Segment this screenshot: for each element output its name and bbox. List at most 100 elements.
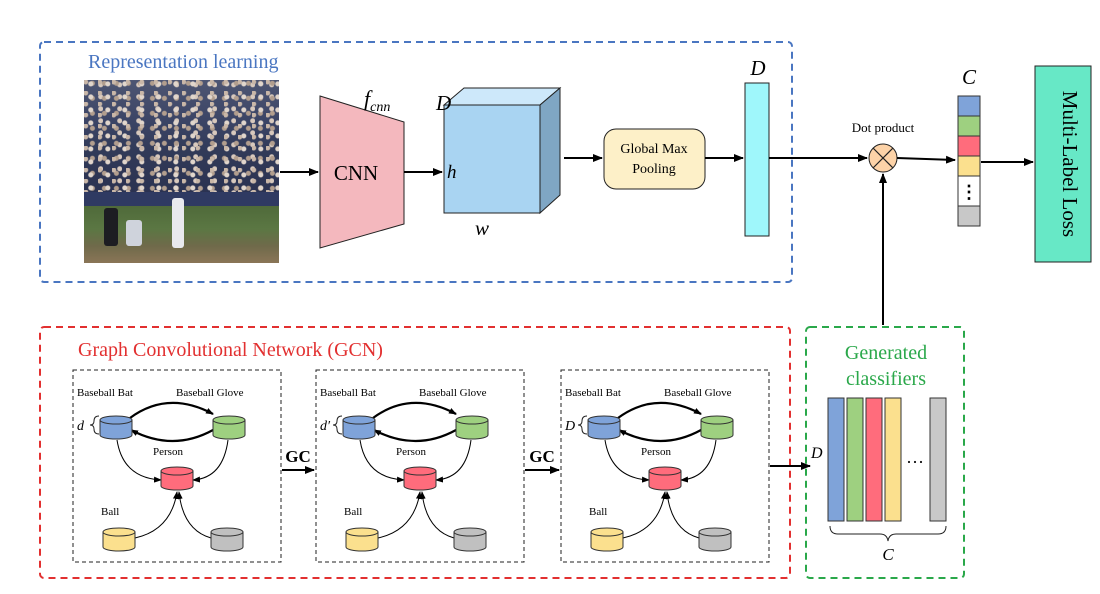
node-baseball-glove-top bbox=[700, 415, 734, 425]
node-ball-body bbox=[102, 531, 136, 552]
node-baseball-bat-top bbox=[99, 415, 133, 425]
classifier-column bbox=[884, 397, 902, 522]
classifier-brace bbox=[829, 525, 947, 542]
node-baseball-glove bbox=[700, 415, 734, 440]
classifier-column bbox=[846, 397, 864, 522]
node-dim-brace bbox=[89, 415, 100, 435]
node-gray-top bbox=[210, 527, 244, 537]
dot-product-label: Dot product bbox=[852, 120, 915, 135]
node-gray-top bbox=[698, 527, 732, 537]
cube-width-label: w bbox=[475, 216, 489, 240]
node-baseball-bat bbox=[342, 415, 376, 440]
node-person-body bbox=[160, 470, 194, 491]
edge-ball-person bbox=[134, 491, 179, 539]
dot-product-cross-b bbox=[872, 147, 894, 169]
edge-bat-person bbox=[359, 439, 405, 483]
edge-glove-person bbox=[680, 439, 717, 483]
photo-umpire bbox=[104, 208, 118, 246]
node-label-baseball-bat: Baseball Bat bbox=[320, 387, 376, 399]
score-dots: ⋮ bbox=[960, 182, 978, 202]
score-cell bbox=[957, 115, 981, 137]
node-label-ball: Ball bbox=[344, 506, 362, 518]
gcn-graph-box bbox=[315, 369, 525, 563]
node-label-person: Person bbox=[396, 446, 426, 458]
cube-side bbox=[539, 86, 561, 215]
cnn-function-label: fcnn bbox=[364, 86, 390, 115]
edge-glove-bat bbox=[373, 429, 457, 443]
cube-depth-label: D bbox=[435, 91, 451, 115]
node-person bbox=[403, 466, 437, 491]
feature-vector bbox=[744, 82, 770, 237]
node-baseball-bat-top bbox=[342, 415, 376, 425]
node-ball-body bbox=[345, 531, 379, 552]
node-baseball-bat-body bbox=[99, 419, 133, 440]
node-person bbox=[648, 466, 682, 491]
node-gray-body bbox=[453, 531, 487, 552]
edge-glove-person bbox=[192, 439, 229, 483]
edge-glove-bat bbox=[130, 429, 214, 443]
node-gray bbox=[453, 527, 487, 552]
node-person-body bbox=[403, 470, 437, 491]
node-label-baseball-glove: Baseball Glove bbox=[176, 387, 244, 399]
node-dim-label: D bbox=[564, 419, 575, 434]
score-cell bbox=[957, 155, 981, 177]
pooling-label-line1: Global Max bbox=[620, 142, 687, 157]
node-baseball-bat-body bbox=[342, 419, 376, 440]
node-person-top bbox=[648, 466, 682, 476]
node-label-ball: Ball bbox=[101, 506, 119, 518]
node-person-body bbox=[648, 470, 682, 491]
cnn-label: CNN bbox=[334, 161, 378, 185]
photo-crowd bbox=[84, 80, 279, 200]
edge-glove-bat bbox=[618, 429, 702, 443]
edge-bat-person bbox=[116, 439, 162, 483]
node-ball bbox=[102, 527, 136, 552]
score-cell bbox=[957, 135, 981, 157]
cube-front bbox=[443, 104, 541, 214]
score-vector-label: C bbox=[962, 65, 977, 89]
node-label-person: Person bbox=[153, 446, 183, 458]
edge-ball-person bbox=[622, 491, 667, 539]
classifier-column bbox=[929, 397, 947, 522]
classifier-rows-label: D bbox=[810, 445, 823, 462]
classifier-column bbox=[865, 397, 883, 522]
classifiers-title-line2: classifiers bbox=[846, 368, 926, 390]
node-label-baseball-bat: Baseball Bat bbox=[77, 387, 133, 399]
gc-label: GC bbox=[285, 447, 311, 466]
node-dim-brace bbox=[332, 415, 343, 435]
classifier-dots: ··· bbox=[906, 452, 924, 472]
classifier-cols-label: C bbox=[882, 545, 894, 564]
gcn-graph-box bbox=[72, 369, 282, 563]
classifier-matrix bbox=[827, 397, 947, 522]
edge-bat-glove bbox=[129, 401, 214, 419]
node-dim-brace bbox=[577, 415, 588, 435]
node-ball-top bbox=[590, 527, 624, 537]
score-cell bbox=[957, 95, 981, 117]
classifiers-title: Generated bbox=[845, 342, 927, 364]
node-ball-body bbox=[590, 531, 624, 552]
score-cell bbox=[957, 205, 981, 227]
node-baseball-glove bbox=[455, 415, 489, 440]
node-baseball-bat bbox=[99, 415, 133, 440]
multi-label-loss-label: Multi-Label Loss bbox=[1058, 91, 1082, 237]
representation-section bbox=[39, 41, 793, 283]
node-baseball-glove-body bbox=[455, 419, 489, 440]
node-baseball-glove-body bbox=[700, 419, 734, 440]
node-person-top bbox=[160, 466, 194, 476]
node-baseball-bat-body bbox=[587, 419, 621, 440]
edge-bat-glove bbox=[617, 401, 702, 419]
edge-bat-glove bbox=[372, 401, 457, 419]
node-ball-top bbox=[102, 527, 136, 537]
node-baseball-glove-top bbox=[455, 415, 489, 425]
node-baseball-glove-body bbox=[212, 419, 246, 440]
node-baseball-bat-top bbox=[587, 415, 621, 425]
node-gray-top bbox=[453, 527, 487, 537]
cube-height-label: h bbox=[447, 162, 457, 183]
gcn-graph-box bbox=[560, 369, 770, 563]
node-label-baseball-glove: Baseball Glove bbox=[664, 387, 732, 399]
node-person-top bbox=[403, 466, 437, 476]
node-gray-body bbox=[698, 531, 732, 552]
edge-gray-person bbox=[664, 491, 700, 539]
